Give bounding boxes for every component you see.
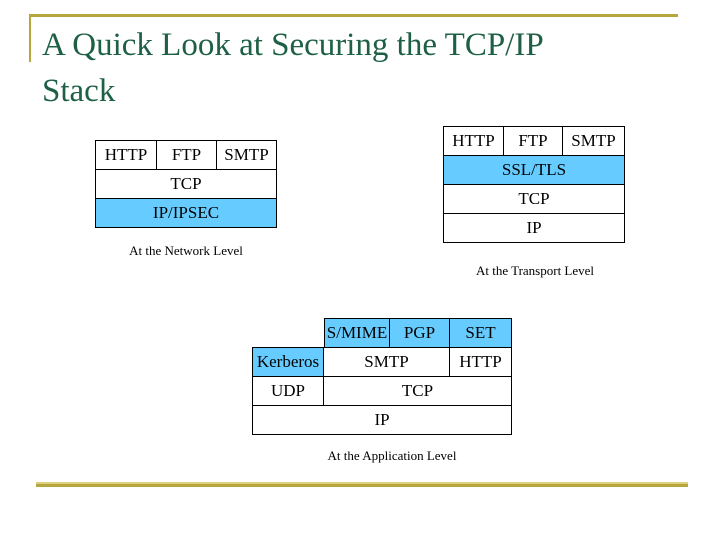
stack-row: IP/IPSEC bbox=[95, 198, 277, 228]
cell-http: HTTP bbox=[95, 140, 157, 170]
cell-kerberos: Kerberos bbox=[252, 347, 324, 377]
cell-ip: IP bbox=[252, 405, 512, 435]
cell-smtp: SMTP bbox=[216, 140, 277, 170]
stack-row: TCP bbox=[443, 184, 625, 214]
cell-smtp: SMTP bbox=[562, 126, 625, 156]
stack-row: IP bbox=[443, 213, 625, 243]
cell-tcp: TCP bbox=[95, 169, 277, 199]
cell-ssl-tls: SSL/TLS bbox=[443, 155, 625, 185]
stack-row: HTTP FTP SMTP bbox=[95, 140, 277, 170]
cell-http: HTTP bbox=[443, 126, 504, 156]
cell-smtp: SMTP bbox=[323, 347, 450, 377]
top-accent-line bbox=[30, 14, 678, 17]
stack-row: TCP bbox=[95, 169, 277, 199]
cell-udp: UDP bbox=[252, 376, 324, 406]
bottom-accent-line-light bbox=[36, 482, 688, 484]
cell-ftp: FTP bbox=[156, 140, 217, 170]
application-stack-diagram: S/MIME PGP SET Kerberos SMTP HTTP UDP TC… bbox=[252, 318, 512, 435]
cell-tcp: TCP bbox=[443, 184, 625, 214]
bottom-accent-line bbox=[36, 484, 688, 487]
cell-http: HTTP bbox=[449, 347, 512, 377]
transport-caption: At the Transport Level bbox=[475, 263, 595, 278]
network-stack-diagram: HTTP FTP SMTP TCP IP/IPSEC bbox=[95, 140, 277, 228]
application-caption: At the Application Level bbox=[327, 448, 457, 463]
cell-ftp: FTP bbox=[503, 126, 563, 156]
transport-stack-diagram: HTTP FTP SMTP SSL/TLS TCP IP bbox=[443, 126, 625, 243]
network-caption: At the Network Level bbox=[129, 243, 243, 258]
title-bracket-line bbox=[29, 14, 31, 62]
cell-set: SET bbox=[449, 318, 512, 348]
stack-row: UDP TCP bbox=[252, 376, 512, 406]
cell-tcp: TCP bbox=[323, 376, 512, 406]
cell-ip: IP bbox=[443, 213, 625, 243]
page-title: A Quick Look at Securing the TCP/IP Stac… bbox=[42, 27, 544, 110]
stack-row: S/MIME PGP SET bbox=[324, 318, 512, 348]
stack-row: IP bbox=[252, 405, 512, 435]
stack-row: Kerberos SMTP HTTP bbox=[252, 347, 512, 377]
cell-pgp: PGP bbox=[389, 318, 450, 348]
stack-row: HTTP FTP SMTP bbox=[443, 126, 625, 156]
cell-smime: S/MIME bbox=[324, 318, 390, 348]
stack-row: SSL/TLS bbox=[443, 155, 625, 185]
cell-ip-ipsec: IP/IPSEC bbox=[95, 198, 277, 228]
